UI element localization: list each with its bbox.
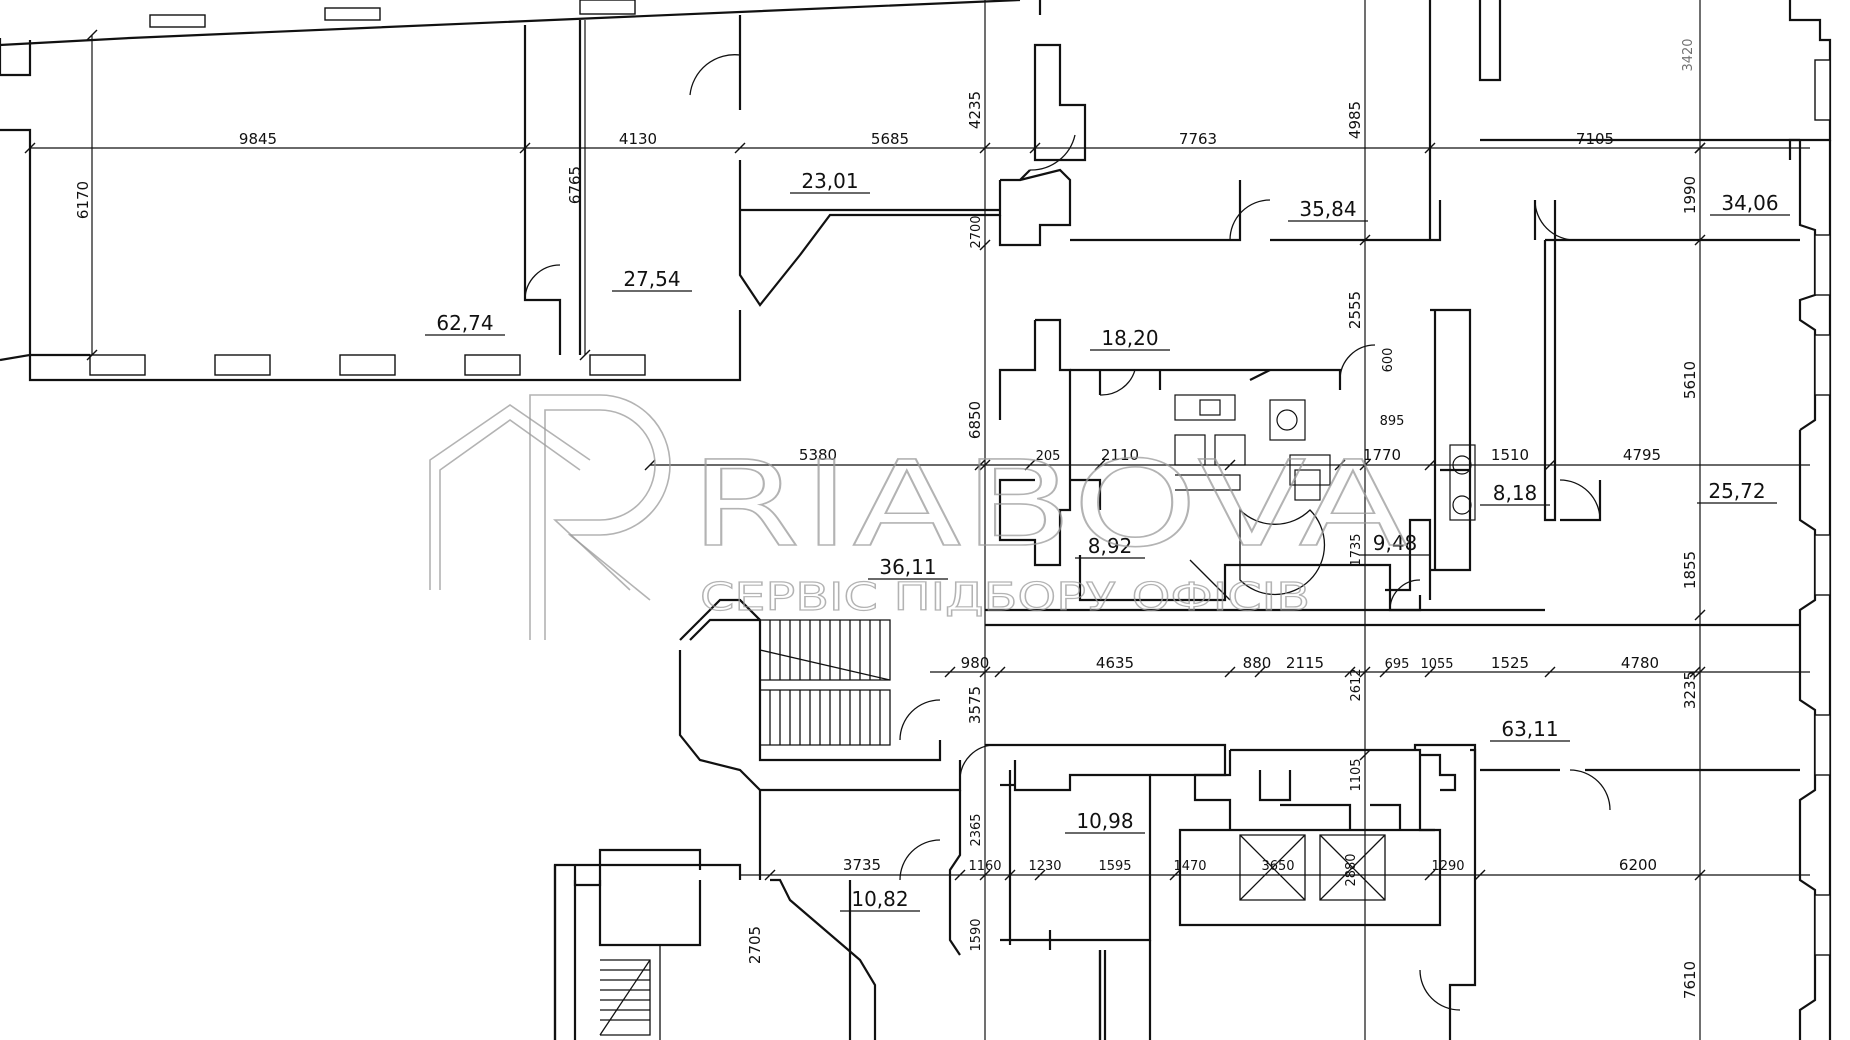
dimension-label: 2880 <box>1344 853 1359 886</box>
room-area: 35,84 <box>1299 197 1356 221</box>
room-area: 25,72 <box>1708 479 1765 503</box>
dimension-label: 3420 <box>1681 38 1696 71</box>
dimension-label: 2110 <box>1101 446 1139 464</box>
dimension-label: 1510 <box>1491 446 1529 464</box>
dimension-labels: 9845 4130 5685 7763 7105 6170 6765 4235 … <box>74 38 1699 999</box>
dimension-label: 2115 <box>1286 654 1324 672</box>
dimension-label: 880 <box>1243 654 1272 672</box>
dimension-label: 5685 <box>871 130 909 148</box>
dimension-label: 1525 <box>1491 654 1529 672</box>
dimension-label: 1290 <box>1431 859 1464 874</box>
dimension-label: 1595 <box>1098 859 1131 874</box>
watermark: RIABOVA СЕРВІС ПІДБОРУ ОФІСІВ <box>429 394 1410 640</box>
dimension-label: 1990 <box>1681 176 1699 214</box>
room-area: 10,82 <box>851 887 908 911</box>
room-area: 23,01 <box>801 169 858 193</box>
sanitary-fixtures <box>1174 394 1476 521</box>
dimension-label: 1105 <box>1349 758 1364 791</box>
dimension-label: 7610 <box>1681 961 1699 999</box>
dimension-label: 5380 <box>799 446 837 464</box>
dimension-label: 3735 <box>843 856 881 874</box>
dimension-label: 6765 <box>566 166 584 204</box>
dimension-label: 4780 <box>1621 654 1659 672</box>
watermark-brand: RIABOVA <box>690 435 1410 573</box>
dimension-label: 4795 <box>1623 446 1661 464</box>
room-areas: 62,74 27,54 23,01 35,84 34,06 18,20 8,92… <box>425 169 1790 912</box>
dimension-label: 695 <box>1385 657 1410 672</box>
dimension-label: 1770 <box>1363 446 1401 464</box>
dimension-label: 4235 <box>966 91 984 129</box>
dimension-label: 6200 <box>1619 856 1657 874</box>
dimension-label: 6850 <box>966 401 984 439</box>
dimension-lines <box>24 0 1810 1040</box>
dimension-label: 9845 <box>239 130 277 148</box>
dimension-label: 600 <box>1381 348 1396 373</box>
room-area: 63,11 <box>1501 717 1558 741</box>
dimension-label: 205 <box>1036 449 1061 464</box>
dimension-label: 5610 <box>1681 361 1699 399</box>
room-area: 34,06 <box>1721 191 1778 215</box>
dimension-label: 2700 <box>969 215 984 248</box>
dimension-label: 7105 <box>1576 130 1614 148</box>
watermark-logo-icon <box>429 394 671 640</box>
room-area: 18,20 <box>1101 326 1158 350</box>
room-area: 36,11 <box>879 555 936 579</box>
doors <box>524 54 1611 1011</box>
dimension-label: 1055 <box>1420 657 1453 672</box>
watermark-tagline: СЕРВІС ПІДБОРУ ОФІСІВ <box>700 575 1310 619</box>
windows <box>89 0 1831 956</box>
dimension-label: 1470 <box>1173 859 1206 874</box>
room-area: 9,48 <box>1373 531 1418 555</box>
room-area: 62,74 <box>436 311 493 335</box>
dimension-label: 895 <box>1380 414 1405 429</box>
dimension-label: 3235 <box>1681 671 1699 709</box>
dimension-label: 2555 <box>1346 291 1364 329</box>
dimension-label: 1735 <box>1349 533 1364 566</box>
room-area: 8,18 <box>1493 481 1538 505</box>
dimension-label: 6170 <box>74 181 92 219</box>
dimension-label: 3575 <box>966 686 984 724</box>
dimension-label: 2612 <box>1349 668 1364 701</box>
dimension-label: 4635 <box>1096 654 1134 672</box>
dimension-label: 1590 <box>969 918 984 951</box>
room-area: 27,54 <box>623 267 680 291</box>
room-area: 8,92 <box>1088 534 1133 558</box>
dimension-label: 2365 <box>969 813 984 846</box>
dimension-label: 2705 <box>746 926 764 964</box>
dimension-label: 3650 <box>1261 859 1294 874</box>
dimension-label: 7763 <box>1179 130 1217 148</box>
room-area: 10,98 <box>1076 809 1133 833</box>
stairs <box>599 619 891 1040</box>
dimension-label: 1160 <box>968 859 1001 874</box>
dimension-label: 980 <box>961 654 990 672</box>
dimension-label: 1855 <box>1681 551 1699 589</box>
dimension-label: 4985 <box>1346 101 1364 139</box>
dimension-label: 4130 <box>619 130 657 148</box>
dimension-label: 1230 <box>1028 859 1061 874</box>
